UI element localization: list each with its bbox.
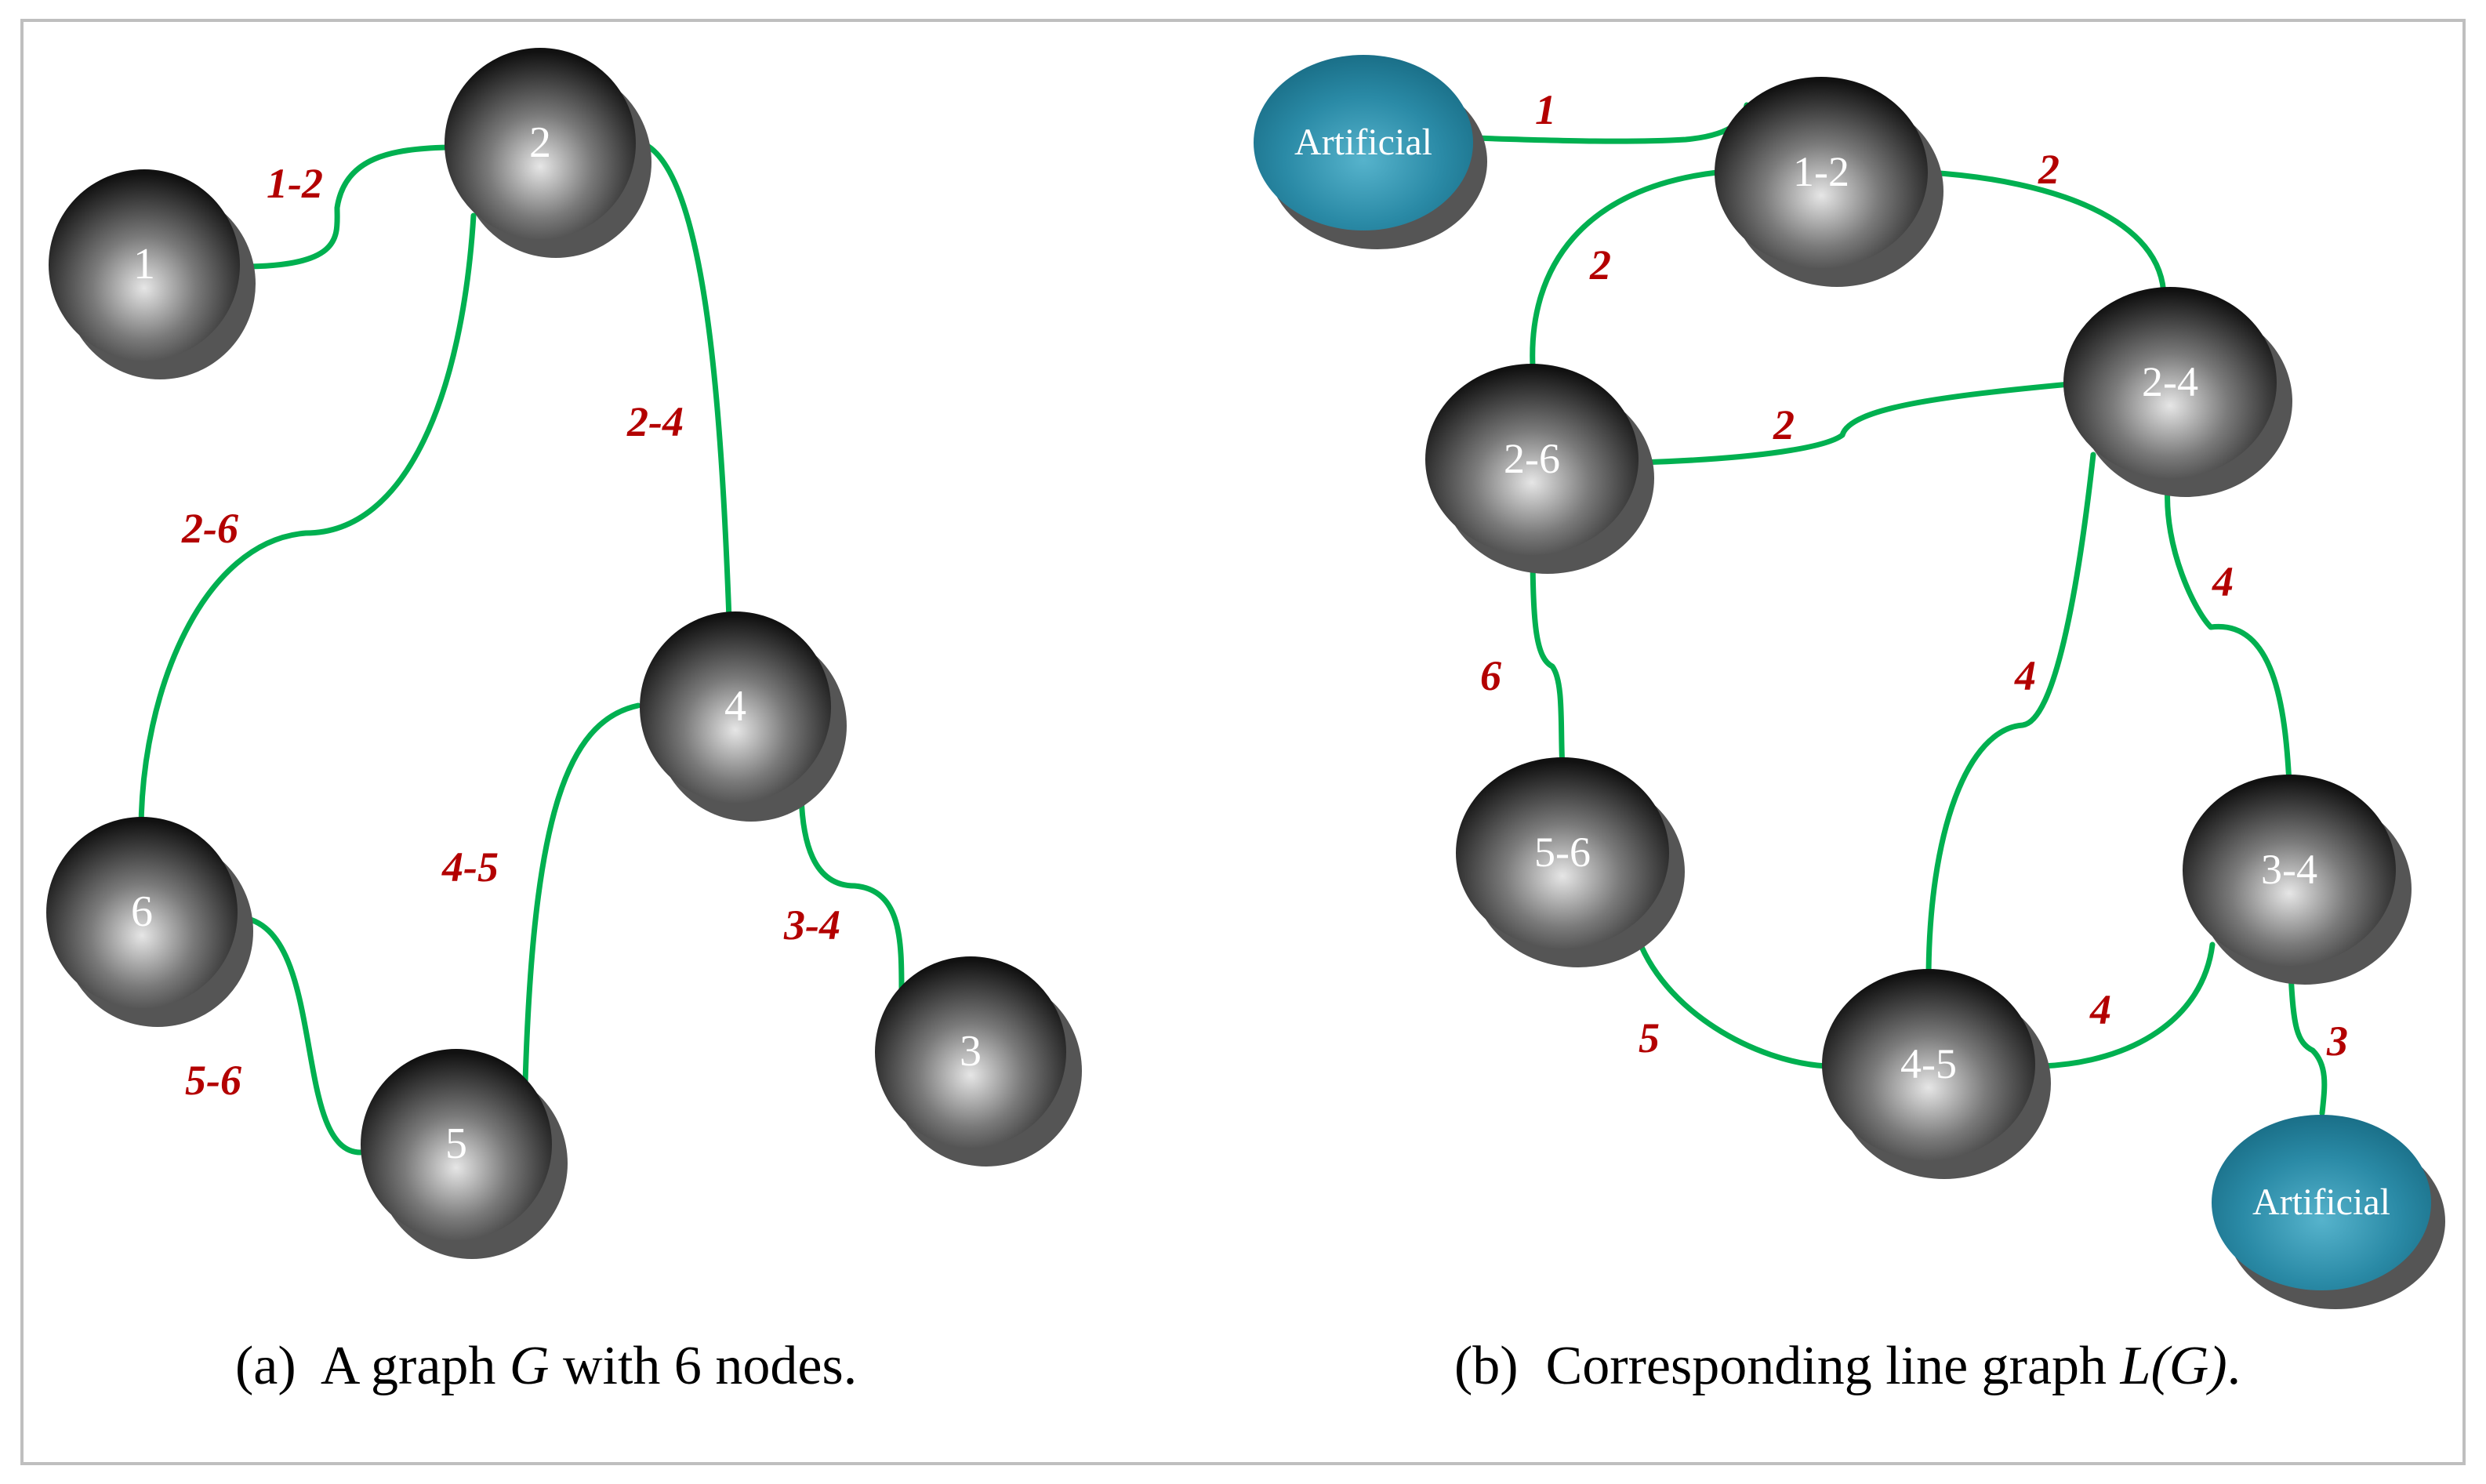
node-label: 4-5 bbox=[1900, 1040, 1957, 1087]
edge-4-5-3-4 bbox=[2039, 942, 2216, 1069]
edge-label-2-6: 2-6 bbox=[181, 505, 238, 552]
edge-label-4-5: 4-5 bbox=[441, 844, 499, 891]
edge-2-6 bbox=[138, 212, 477, 834]
node-2-4: 2-4 bbox=[2063, 287, 2292, 497]
node-label: Artificial bbox=[1294, 122, 1432, 163]
edge-label-artificial-1-2: 1 bbox=[1535, 86, 1556, 133]
node-label: 1 bbox=[133, 240, 155, 288]
node-label: 2 bbox=[529, 118, 551, 167]
node-3: 3 bbox=[875, 956, 1082, 1167]
edge-label-2-4: 2-4 bbox=[626, 398, 684, 445]
node-label: 2-6 bbox=[1504, 435, 1560, 482]
edge-4-5 bbox=[522, 702, 641, 1085]
node-label: 3-4 bbox=[2261, 846, 2317, 893]
edge-2-6-5-6 bbox=[1530, 546, 1566, 771]
node-label: 4 bbox=[724, 682, 746, 731]
node-1-2: 1-2 bbox=[1715, 77, 1943, 287]
edge-artificial-1-2 bbox=[1471, 102, 1750, 144]
edge-5-6 bbox=[236, 914, 364, 1156]
caption-b: (b) Corresponding line graph L(G). bbox=[1454, 1336, 2241, 1396]
edge-label-1-2-2-6: 2 bbox=[1589, 241, 1611, 288]
edge-2-4-4-5 bbox=[1925, 452, 2096, 983]
edge-3-4 bbox=[798, 773, 905, 995]
node-4: 4 bbox=[640, 611, 847, 822]
edge-label-5-6: 5-6 bbox=[185, 1057, 241, 1104]
caption-b-italic: L(G) bbox=[2120, 1336, 2227, 1396]
figure-frame bbox=[20, 19, 2466, 1465]
node-label: 2-4 bbox=[2142, 358, 2198, 405]
caption-b-suffix: . bbox=[2227, 1336, 2241, 1396]
edge-label-2-4-4-5: 4 bbox=[2014, 652, 2036, 699]
edge-3-4-artificial bbox=[2288, 969, 2328, 1116]
panel-b: Artificial Artificial 1-2 2-4 2-6 5-6 bbox=[1254, 55, 2445, 1396]
node-label: 6 bbox=[131, 887, 153, 936]
artificial-node-bottom: Artificial bbox=[2212, 1115, 2445, 1309]
edge-2-6-2-4 bbox=[1635, 381, 2073, 466]
caption-a-prefix: (a) A graph bbox=[235, 1336, 510, 1396]
node-6: 6 bbox=[46, 817, 253, 1027]
edge-label-1-2: 1-2 bbox=[267, 160, 323, 207]
node-label: 1-2 bbox=[1793, 148, 1849, 195]
edge-label-4-5-3-4: 4 bbox=[2089, 986, 2111, 1033]
node-2-6: 2-6 bbox=[1425, 364, 1654, 574]
edge-label-5-6-4-5: 5 bbox=[1639, 1014, 1660, 1061]
edge-label-3-4: 3-4 bbox=[783, 902, 840, 949]
caption-b-prefix: (b) Corresponding line graph bbox=[1454, 1336, 2121, 1396]
node-label: 3 bbox=[960, 1027, 982, 1076]
node-3-4: 3-4 bbox=[2183, 775, 2412, 985]
edge-label-2-4-3-4: 4 bbox=[2212, 558, 2234, 605]
caption-a-italic: G bbox=[510, 1336, 550, 1396]
edge-5-6-4-5 bbox=[1633, 930, 1830, 1069]
edge-1-2-2-6 bbox=[1530, 169, 1720, 368]
node-4-5: 4-5 bbox=[1822, 969, 2051, 1179]
panel-a: 1 2 4 6 3 5 1-2 2-4 2-6 bbox=[46, 48, 1082, 1396]
edge-label-1-2-2-4: 2 bbox=[2038, 146, 2060, 193]
edge-label-3-4-artificial: 3 bbox=[2326, 1018, 2348, 1065]
caption-a-suffix: with 6 nodes. bbox=[549, 1336, 857, 1396]
edge-label-2-6-5-6: 6 bbox=[1480, 652, 1501, 699]
node-5-6: 5-6 bbox=[1456, 757, 1685, 967]
edge-1-2-2-4 bbox=[1925, 169, 2167, 301]
edge-2-4 bbox=[633, 138, 732, 622]
node-2: 2 bbox=[445, 48, 651, 258]
node-5: 5 bbox=[361, 1049, 568, 1259]
artificial-node-top: Artificial bbox=[1254, 55, 1487, 249]
edge-1-2 bbox=[238, 144, 450, 270]
node-label: Artificial bbox=[2252, 1181, 2390, 1223]
caption-a: (a) A graph G with 6 nodes. bbox=[235, 1336, 857, 1396]
node-1: 1 bbox=[49, 169, 256, 379]
node-label: 5 bbox=[445, 1119, 467, 1168]
node-label: 5-6 bbox=[1534, 829, 1591, 876]
edge-label-2-6-2-4: 2 bbox=[1773, 401, 1795, 448]
edge-2-4-3-4 bbox=[2165, 483, 2292, 787]
